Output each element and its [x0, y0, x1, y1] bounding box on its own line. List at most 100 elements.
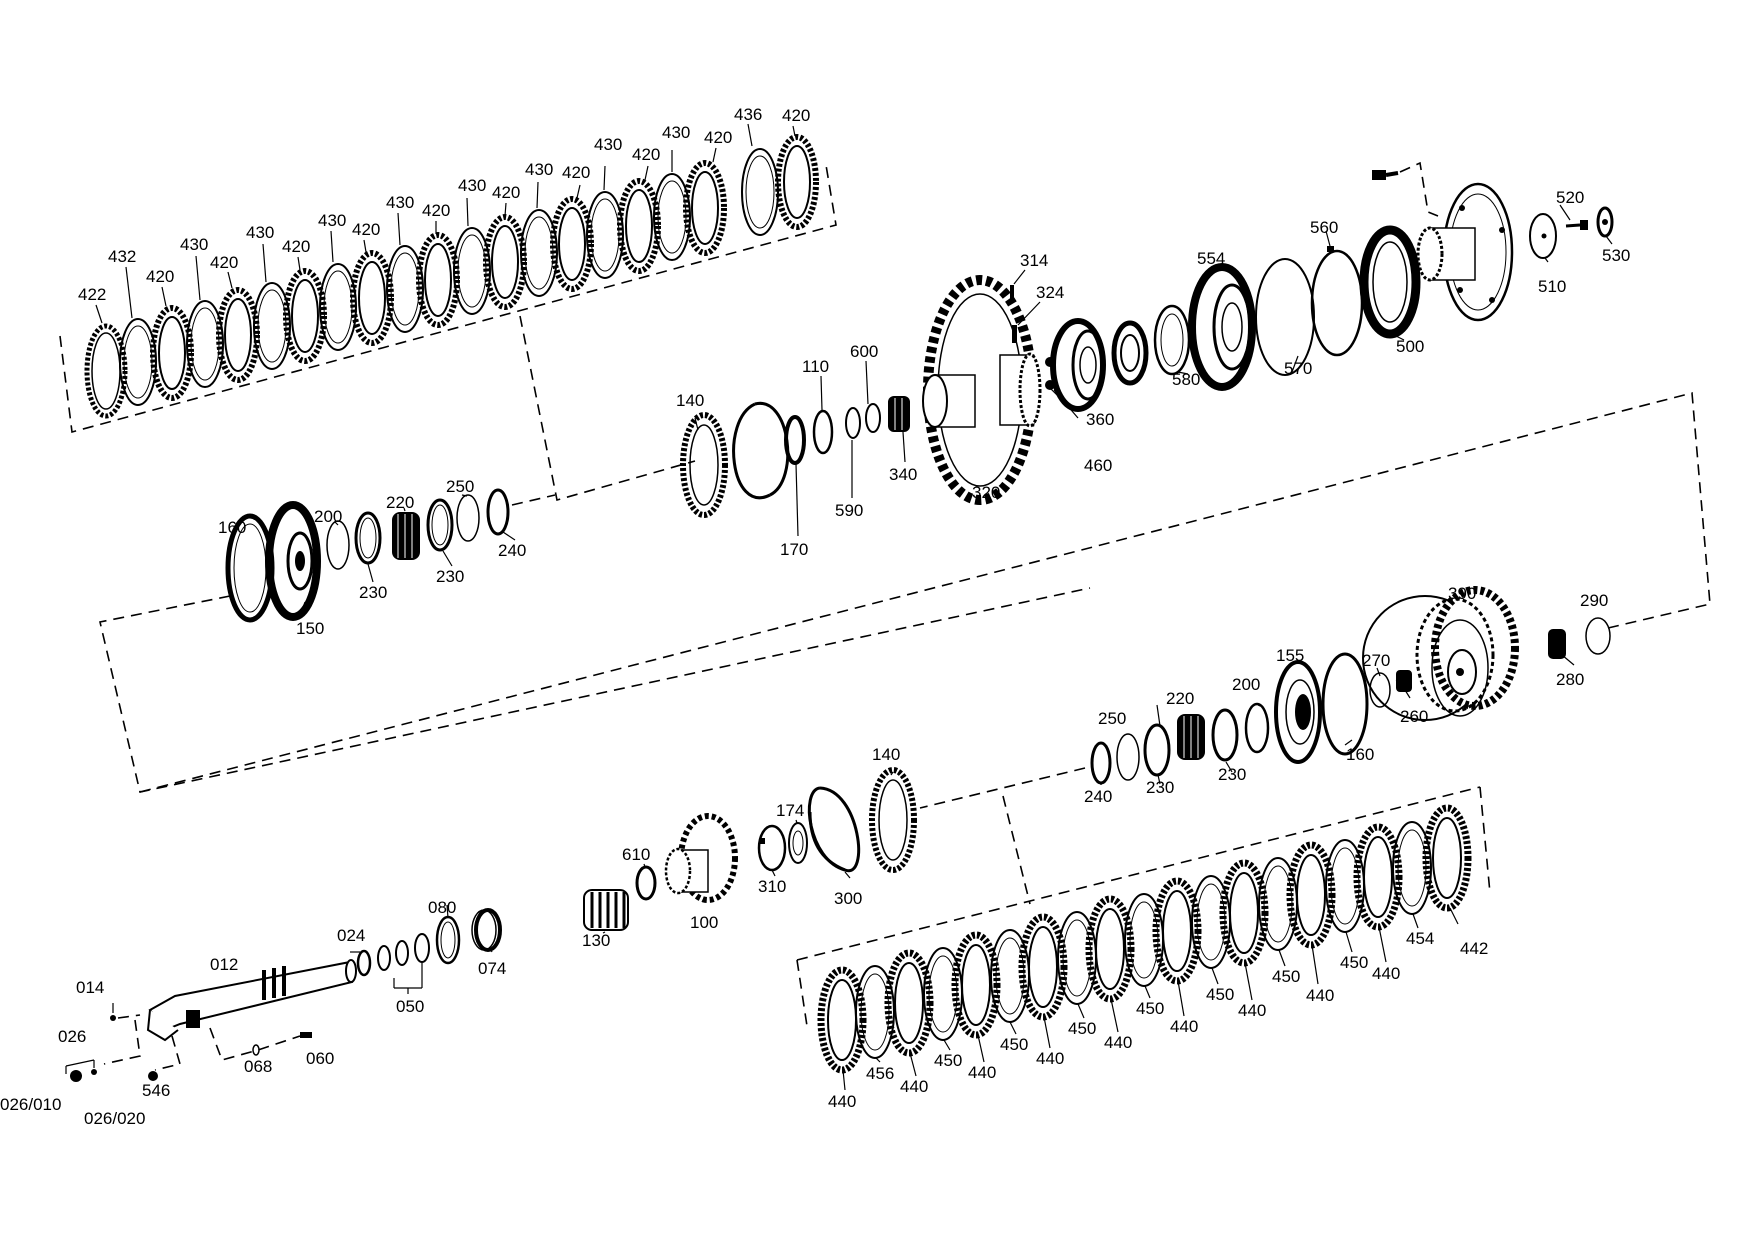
- part-270: [1369, 672, 1391, 708]
- label-230: 230: [1146, 778, 1174, 797]
- label-440: 440: [1104, 1033, 1132, 1052]
- label-450: 450: [1068, 1019, 1096, 1038]
- label-230: 230: [359, 583, 387, 602]
- label-440: 440: [828, 1092, 856, 1111]
- part-024: [356, 949, 372, 977]
- part-300: [807, 786, 861, 873]
- label-360: 360: [1086, 410, 1114, 429]
- disc-440: [884, 949, 934, 1057]
- part-026: [70, 1069, 97, 1082]
- label-324: 324: [1036, 283, 1064, 302]
- label-440: 440: [968, 1063, 996, 1082]
- label-610: 610: [622, 845, 650, 864]
- leader-060: [209, 1027, 301, 1061]
- part-170: [784, 415, 806, 465]
- label-170: 170: [780, 540, 808, 559]
- part-240-b: [1090, 741, 1112, 785]
- label-230: 230: [436, 567, 464, 586]
- part-spacer: [1111, 320, 1149, 386]
- lower-shaft-leaders: [602, 771, 894, 934]
- label-140: 140: [872, 745, 900, 764]
- label-390: 390: [1448, 584, 1476, 603]
- label-430: 430: [246, 223, 274, 242]
- bottom-stack-frame: [796, 786, 1481, 961]
- input-shaft-leaders: [65, 904, 493, 1074]
- lower-row-dash: [919, 767, 1086, 809]
- label-320: 320: [972, 483, 1000, 502]
- part-200-b: [1244, 702, 1270, 754]
- label-500: 500: [1396, 337, 1424, 356]
- label-100: 100: [690, 913, 718, 932]
- part-050: [377, 933, 430, 971]
- label-554: 554: [1197, 249, 1225, 268]
- disc-440: [1152, 877, 1202, 985]
- label-068: 068: [244, 1057, 272, 1076]
- disc-440: [951, 931, 1001, 1039]
- label-014: 014: [76, 978, 104, 997]
- part-140-b: [869, 767, 917, 873]
- disc-420: [216, 287, 260, 383]
- bottom-stack-connector: [796, 786, 1491, 1027]
- label-150: 150: [296, 619, 324, 638]
- part-074: [471, 908, 502, 952]
- disc-440: [1219, 859, 1269, 967]
- part-530: [1596, 206, 1614, 238]
- label-200: 200: [1232, 675, 1260, 694]
- label-420: 420: [492, 183, 520, 202]
- lower-middle-leaders: [1100, 654, 1575, 785]
- part-220: [392, 512, 420, 560]
- top-disc-stack: 422 432 420 430 420 430 420 430 420 430 …: [59, 105, 837, 434]
- part-230-c: [1143, 723, 1171, 777]
- upper-row-leaders: [299, 494, 516, 618]
- label-440: 440: [1036, 1049, 1064, 1068]
- label-026-010: 026/010: [0, 1095, 61, 1114]
- part-100-gear: [664, 813, 738, 903]
- disc-420-end: [775, 134, 819, 230]
- label-440: 440: [900, 1077, 928, 1096]
- disc-422: [84, 323, 128, 419]
- label-430: 430: [386, 193, 414, 212]
- label-450: 450: [1206, 985, 1234, 1004]
- top-stack-frame: [59, 164, 837, 434]
- disc-420: [283, 268, 327, 364]
- label-420: 420: [210, 253, 238, 272]
- input-shaft-group: 012 024 080 074 050 014 026 026/010 026/…: [0, 898, 506, 1128]
- part-155: [1274, 660, 1322, 764]
- part-080: [435, 915, 461, 965]
- label-546: 546: [142, 1081, 170, 1100]
- label-220: 220: [1166, 689, 1194, 708]
- label-560: 560: [1310, 218, 1338, 237]
- bottom-disc-stack: 440 456 440 450 440 450 440 450 440 450 …: [796, 786, 1491, 1111]
- label-230: 230: [1218, 765, 1246, 784]
- part-240: [486, 488, 510, 536]
- leader-546: [154, 1035, 181, 1071]
- part-510-flange: [1416, 182, 1514, 322]
- label-440: 440: [1238, 1001, 1266, 1020]
- label-450: 450: [1136, 999, 1164, 1018]
- label-174: 174: [776, 801, 804, 820]
- label-060: 060: [306, 1049, 334, 1068]
- disc-420: [416, 232, 460, 328]
- label-340: 340: [889, 465, 917, 484]
- part-230: [354, 511, 382, 565]
- label-250: 250: [446, 477, 474, 496]
- label-200: 200: [314, 507, 342, 526]
- label-140: 140: [676, 391, 704, 410]
- part-260: [1396, 670, 1412, 692]
- label-420: 420: [632, 145, 660, 164]
- upper-shaft-row: 140 170 110 600 590 340 314 324 320 360 …: [676, 161, 1630, 559]
- label-130: 130: [582, 931, 610, 950]
- part-554-bearing: [1188, 263, 1256, 391]
- bolt-leader: [1399, 161, 1439, 217]
- part-068: [252, 1044, 260, 1056]
- label-420: 420: [422, 201, 450, 220]
- part-520-screw: [1565, 220, 1588, 230]
- label-430: 430: [318, 211, 346, 230]
- part-150: [265, 501, 321, 621]
- label-024: 024: [337, 926, 365, 945]
- label-454: 454: [1406, 929, 1434, 948]
- part-570: [1255, 258, 1315, 376]
- part-220-b: [1177, 714, 1205, 760]
- part-546: [148, 1071, 158, 1081]
